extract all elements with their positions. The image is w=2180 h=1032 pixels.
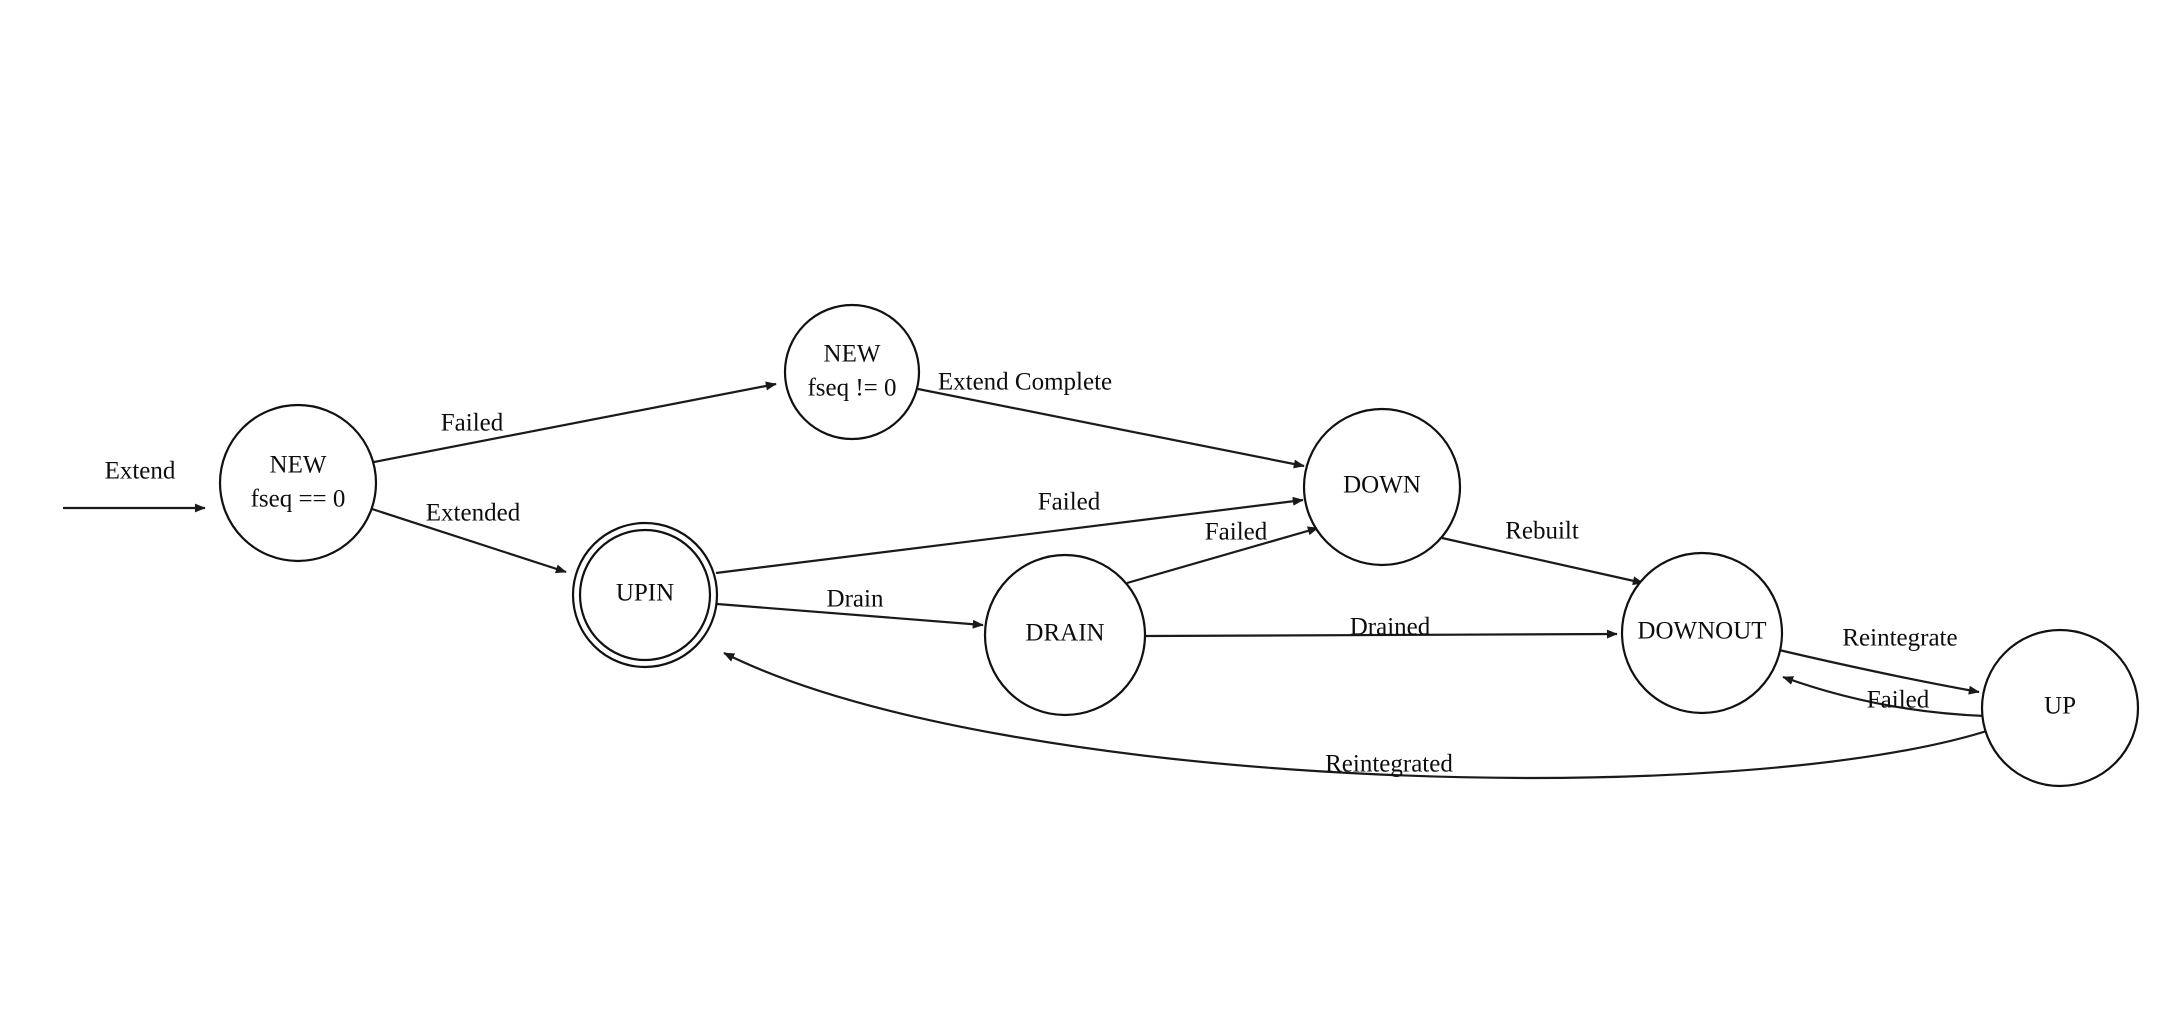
edge-label-upin-failed-down: Failed — [1038, 489, 1101, 516]
state-node-downout[interactable]: DOWNOUT — [1620, 551, 1784, 715]
node-label-line1: DOWN — [1343, 472, 1421, 499]
edge-label-new-extended-upin: Extended — [426, 500, 521, 527]
edge-newne-extendcomplete-down — [917, 387, 1305, 469]
node-label-line1: NEW — [270, 452, 327, 479]
node-circle — [783, 303, 921, 441]
edges-layer — [63, 381, 1994, 779]
state-node-upin[interactable]: UPIN — [571, 521, 719, 669]
node-label-line1: UPIN — [616, 580, 674, 607]
edge-downout-reintegrate-up — [1778, 648, 1980, 695]
edge-new-extended-upin — [371, 507, 567, 574]
edge-drain-failed-down — [1126, 526, 1319, 585]
edge-label-downout-reintegrate-up: Reintegrate — [1842, 625, 1957, 652]
edge-label-up-reintegrated-upin: Reintegrated — [1325, 751, 1453, 778]
node-circle — [1302, 407, 1462, 567]
edge-label-new-failed-newne: Failed — [441, 410, 504, 437]
edge-label-start-to-new: Extend — [105, 458, 176, 485]
state-node-new_fseq_eq0[interactable]: NEW fseq == 0 — [218, 403, 378, 563]
edge-upin-drain — [716, 602, 984, 629]
edge-label-down-rebuilt-downout: Rebuilt — [1505, 518, 1579, 545]
edge-up-failed-downout — [1782, 675, 1986, 718]
nodes-layer: NEW fseq == 0 NEW fseq != 0 UPIN DRAIN DOWN DOW… — [218, 303, 2140, 788]
edge-label-newne-extendcomplete-down: Extend Complete — [938, 369, 1112, 396]
node-inner-circle — [578, 528, 712, 662]
node-circle — [1620, 551, 1784, 715]
state-node-drain[interactable]: DRAIN — [983, 553, 1147, 717]
node-label-line1: DRAIN — [1025, 620, 1104, 647]
edge-upin-failed-down — [715, 496, 1304, 575]
node-circle — [983, 553, 1147, 717]
edge-down-rebuilt-downout — [1441, 536, 1644, 586]
edge-label-up-failed-downout: Failed — [1867, 687, 1930, 714]
node-label-line1: UP — [2044, 693, 2076, 720]
node-circle — [218, 403, 378, 563]
edge-up-reintegrated-upin — [723, 652, 1994, 779]
state-node-down[interactable]: DOWN — [1302, 407, 1462, 567]
node-label-line2: fseq == 0 — [251, 486, 346, 513]
edge-label-drain-failed-down: Failed — [1205, 519, 1268, 546]
state-node-up[interactable]: UP — [1980, 628, 2140, 788]
edge-label-drain-drained-downout: Drained — [1350, 614, 1431, 641]
node-circle — [1980, 628, 2140, 788]
edge-label-upin-drain: Drain — [827, 586, 884, 613]
state-node-new_fseq_ne0[interactable]: NEW fseq != 0 — [783, 303, 921, 441]
edge-new-failed-newne — [373, 381, 777, 464]
node-label-line1: NEW — [824, 341, 881, 368]
node-label-line2: fseq != 0 — [807, 375, 896, 402]
node-label-line1: DOWNOUT — [1637, 618, 1766, 645]
edge-drain-drained-downout — [1145, 629, 1618, 639]
